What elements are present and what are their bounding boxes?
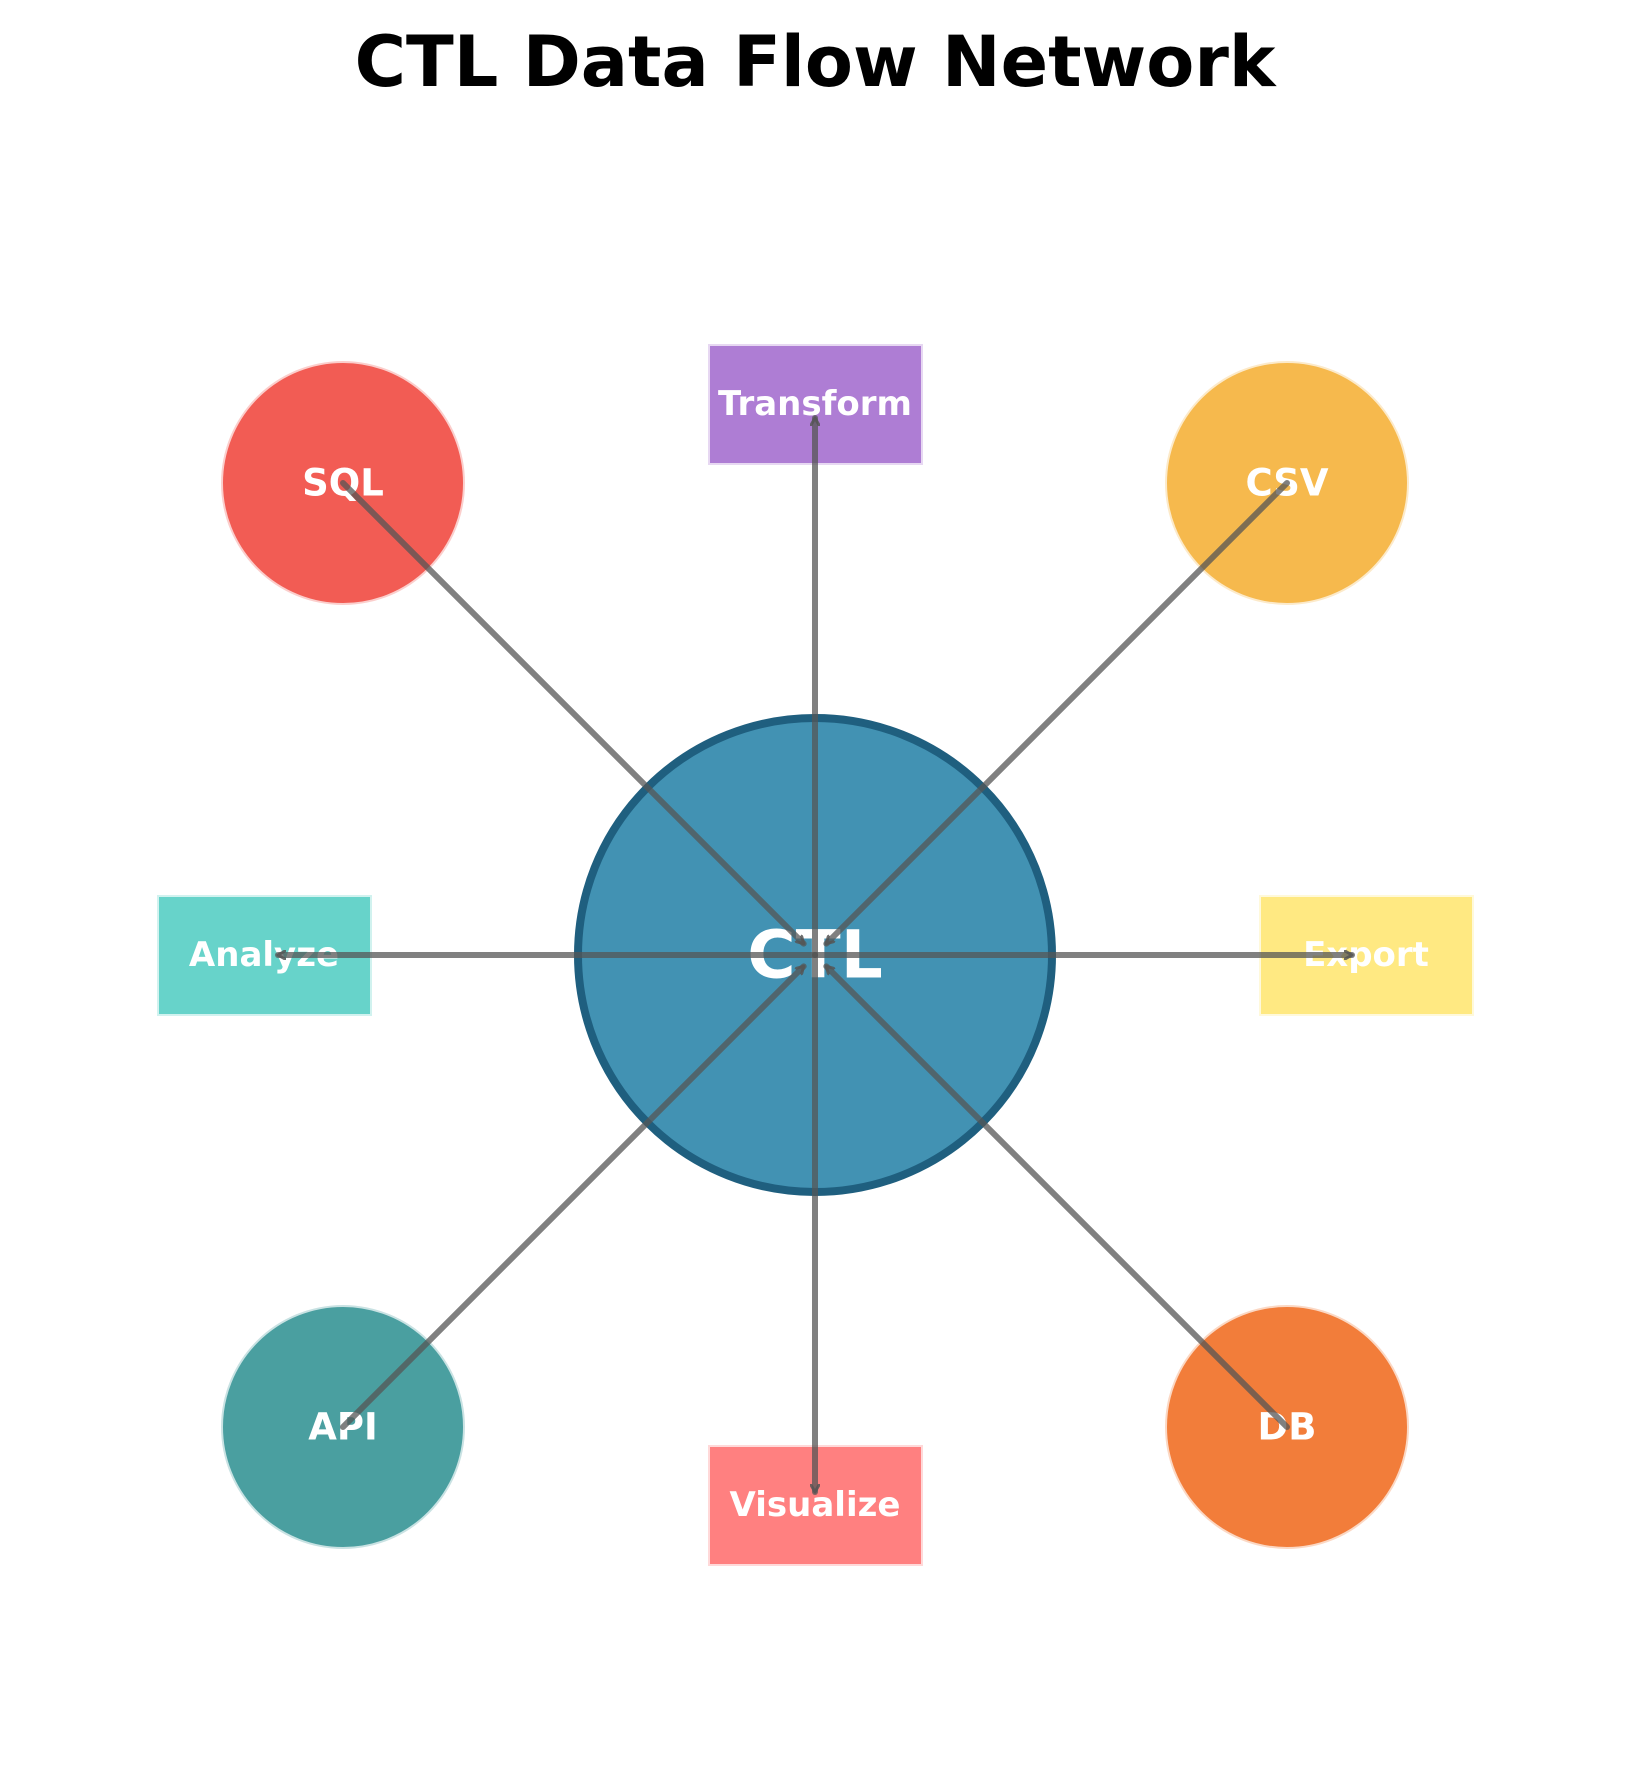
edge-sql-to-hub: [340, 480, 807, 947]
diagram-title: CTL Data Flow Network: [355, 21, 1277, 103]
output-box: [1257, 893, 1476, 1018]
edge-db-to-hub: [823, 963, 1290, 1430]
edges: [275, 415, 1355, 1495]
edge-api-to-hub: [340, 963, 807, 1430]
edge-csv-to-hub: [823, 480, 1290, 947]
output-node-export: [1257, 893, 1476, 1018]
